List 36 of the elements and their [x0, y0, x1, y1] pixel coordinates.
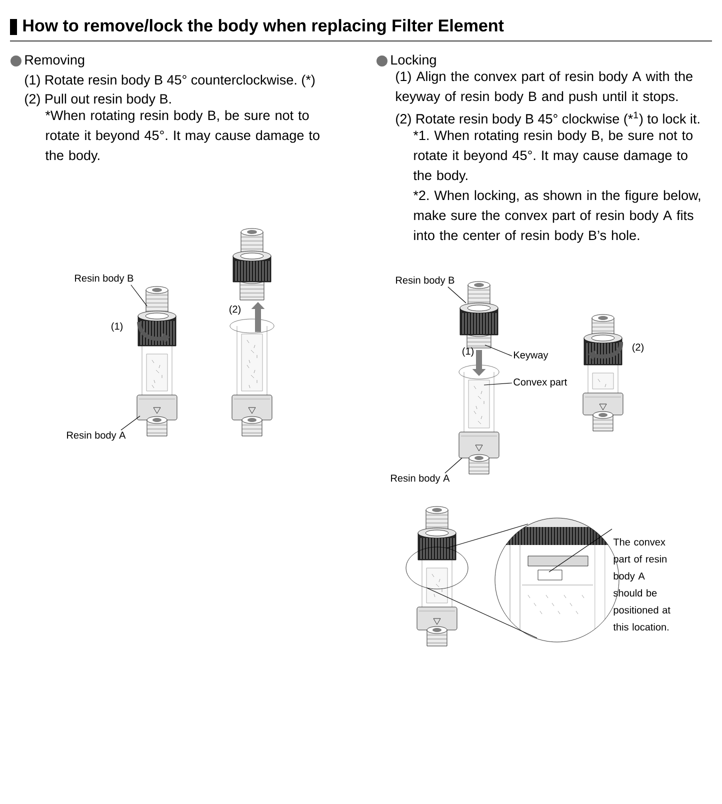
leader-line	[448, 286, 466, 304]
step-text: (2) Rotate resin body B 45° clockwise (*$^{1}$) to lock it.	[396, 112, 700, 126]
part-label: Resin body B	[396, 276, 454, 286]
step-number: (2)	[632, 343, 644, 353]
step-text: (1) Rotate resin body B 45° counterclockwise. (*)	[25, 74, 315, 88]
magnification-line	[446, 524, 528, 548]
part-label: Resin body B	[75, 274, 134, 284]
cap-drawing	[232, 228, 272, 300]
section-heading: Locking	[391, 54, 436, 68]
leader-line	[120, 416, 140, 430]
note-text: *When rotating resin body B, be sure not to rotate it beyond 45°. It may cause damage to the body.	[45, 110, 320, 163]
filter-drawing	[230, 318, 274, 436]
part-label: Convex part	[514, 378, 568, 388]
filter-drawing	[582, 314, 624, 432]
note-text: *2. When locking, as shown in the figure below, make sure the convex part of resin body A fits into the center of resin body B’s hole.	[413, 190, 700, 243]
cap-drawing	[460, 281, 498, 348]
leader-line	[444, 458, 462, 474]
step-number: (1)	[112, 322, 122, 332]
filter-drawing	[136, 286, 178, 436]
filter-drawing	[458, 364, 500, 474]
note-text: *1. When rotating resin body B, be sure not to rotate it beyond 45°. It may cause damage to the body.	[413, 130, 692, 183]
magnification-line	[426, 588, 538, 638]
filter-drawing	[406, 506, 468, 646]
section-heading: Removing	[25, 54, 84, 68]
leader-line	[484, 344, 512, 356]
part-label: Resin body A	[391, 474, 450, 484]
part-label: The convex part of resin body A should be positioned at this location.	[613, 538, 670, 631]
step-number: (2)	[230, 305, 240, 315]
part-label: Keyway	[514, 352, 548, 360]
step-number: (1)	[462, 347, 474, 357]
leader-line	[484, 382, 512, 386]
leader-line	[130, 284, 148, 306]
step-text: (2) Pull out resin body B.	[25, 94, 171, 106]
step-text: (1) Align the convex part of resin body A with the keyway of resin body B and push until it stops.	[396, 71, 692, 104]
part-label: Resin body A	[67, 431, 126, 441]
heading: How to remove/lock the body when replacing Filter Element	[23, 19, 504, 35]
